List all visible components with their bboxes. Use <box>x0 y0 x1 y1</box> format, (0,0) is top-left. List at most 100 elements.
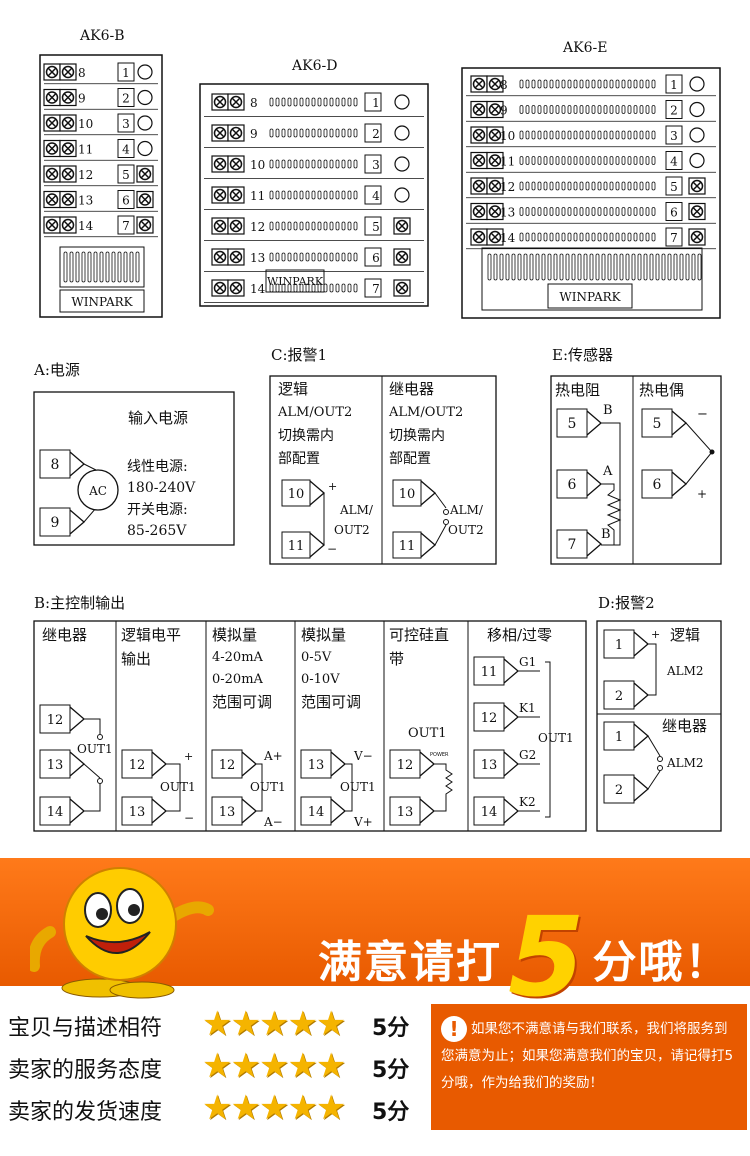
svg-text:逻辑: 逻辑 <box>278 380 308 398</box>
socket-icon <box>689 152 705 169</box>
screw-terminal-icon <box>211 124 229 142</box>
svg-text:14: 14 <box>481 805 498 820</box>
svg-text:OUT1: OUT1 <box>340 780 376 794</box>
svg-text:10: 10 <box>288 487 305 502</box>
terminal-label: 1 <box>372 96 380 110</box>
banner-number: 5 <box>508 893 587 1021</box>
svg-text:OUT1: OUT1 <box>77 742 113 756</box>
screw-terminal-icon <box>43 216 61 234</box>
svg-text:ALM2: ALM2 <box>666 664 704 678</box>
screw-terminal-icon <box>136 216 154 234</box>
svg-text:13: 13 <box>397 805 414 820</box>
terminal-label: 5 <box>122 168 130 182</box>
terminal-label: 11 <box>78 143 93 157</box>
screw-terminal-icon <box>211 155 229 173</box>
terminal-label: 12 <box>78 168 93 182</box>
svg-text:逻辑: 逻辑 <box>670 626 700 644</box>
alarm1-section: C:报警1 逻辑 ALM/OUT2 切换需内 部配置 10 11 + − ALM… <box>269 346 497 565</box>
terminal-label: 6 <box>670 206 678 220</box>
svg-text:部配置: 部配置 <box>278 451 320 467</box>
svg-text:0-20mA: 0-20mA <box>212 672 264 687</box>
power-section: A:电源 输入电源 8 9 AC 线性电源: 180-240V 开关电源: 85… <box>33 361 235 546</box>
terminal-label: 3 <box>670 129 678 143</box>
terminal-label: 10 <box>500 129 515 143</box>
svg-text:带: 带 <box>389 650 404 668</box>
screw-terminal-icon <box>393 279 411 297</box>
screw-terminal-icon <box>470 100 488 119</box>
svg-text:热电阻: 热电阻 <box>555 381 600 399</box>
socket-icon <box>137 64 153 80</box>
screw-terminal-icon <box>43 190 61 209</box>
rating-label: 宝贝与描述相符 <box>8 1016 163 1041</box>
notice-text: 如果您不满意请与我们联系，我们将服务到您满意为止；如果您满意我们的宝贝，请记得打… <box>441 1021 734 1091</box>
terminal-label: 9 <box>250 127 258 141</box>
terminal-label: 11 <box>500 155 515 169</box>
svg-text:线性电源:: 线性电源: <box>127 459 188 475</box>
svg-text:11: 11 <box>399 539 416 554</box>
svg-text:12: 12 <box>397 758 414 773</box>
svg-text:热电偶: 热电偶 <box>639 381 684 399</box>
svg-text:模拟量: 模拟量 <box>301 626 346 644</box>
svg-text:ALM2: ALM2 <box>666 756 704 770</box>
terminal-label: 1 <box>122 66 130 80</box>
screw-terminal-icon <box>470 151 488 170</box>
svg-text:+: + <box>184 750 193 763</box>
screw-terminal-icon <box>393 217 411 235</box>
svg-text:A+: A+ <box>263 749 283 763</box>
svg-text:−: − <box>184 811 194 825</box>
svg-text:切换需内: 切换需内 <box>278 427 334 444</box>
terminal-label: 12 <box>500 180 515 194</box>
svg-text:B: B <box>603 403 613 418</box>
screw-terminal-icon <box>470 75 488 93</box>
banner-text-post: 分哦！ <box>592 937 731 988</box>
svg-text:输入电源: 输入电源 <box>128 409 188 427</box>
svg-text:14: 14 <box>47 805 64 820</box>
svg-text:A: A <box>602 464 613 479</box>
svg-text:13: 13 <box>129 805 146 820</box>
svg-text:1: 1 <box>615 730 623 745</box>
svg-text:切换需内: 切换需内 <box>389 427 445 444</box>
sensor-section: E:传感器 热电阻 5 6 7 B A B 热电偶 5 6 − + <box>550 346 722 565</box>
svg-text:13: 13 <box>308 758 325 773</box>
rating-row-description: 宝贝与描述相符 ★★★★★ 5分 <box>8 1004 428 1044</box>
terminal-label: 9 <box>500 104 508 118</box>
terminal-label: 9 <box>78 92 86 106</box>
housing-title: AK6-B <box>79 28 125 44</box>
svg-text:13: 13 <box>481 758 498 773</box>
rating-row-service: 卖家的服务态度 ★★★★★ 5分 <box>8 1046 428 1086</box>
screw-terminal-icon <box>688 202 706 221</box>
svg-text:范围可调: 范围可调 <box>212 693 272 711</box>
socket-icon <box>394 187 410 203</box>
terminal-label: 14 <box>78 219 94 233</box>
screw-terminal-icon <box>688 228 706 246</box>
section-title: B:主控制输出 <box>34 594 125 612</box>
svg-text:+: + <box>697 487 707 501</box>
rating-score: 5分 <box>372 1058 410 1083</box>
screw-terminal-icon <box>211 279 229 297</box>
svg-text:部配置: 部配置 <box>389 451 431 467</box>
terminal-label: 14 <box>250 282 266 296</box>
screw-terminal-icon <box>470 126 488 144</box>
socket-icon <box>394 156 410 172</box>
terminal-label: 8 <box>250 96 258 110</box>
svg-text:+: + <box>651 628 660 641</box>
svg-text:−: − <box>697 407 708 422</box>
svg-text:继电器: 继电器 <box>389 380 434 398</box>
terminal-label: 5 <box>670 180 678 194</box>
svg-text:2: 2 <box>615 783 623 798</box>
section-title: E:传感器 <box>552 346 613 364</box>
screw-terminal-icon <box>43 165 61 183</box>
socket-icon <box>137 140 153 157</box>
screw-terminal-icon <box>43 88 61 107</box>
svg-text:11: 11 <box>288 539 305 554</box>
svg-text:G1: G1 <box>519 655 536 669</box>
